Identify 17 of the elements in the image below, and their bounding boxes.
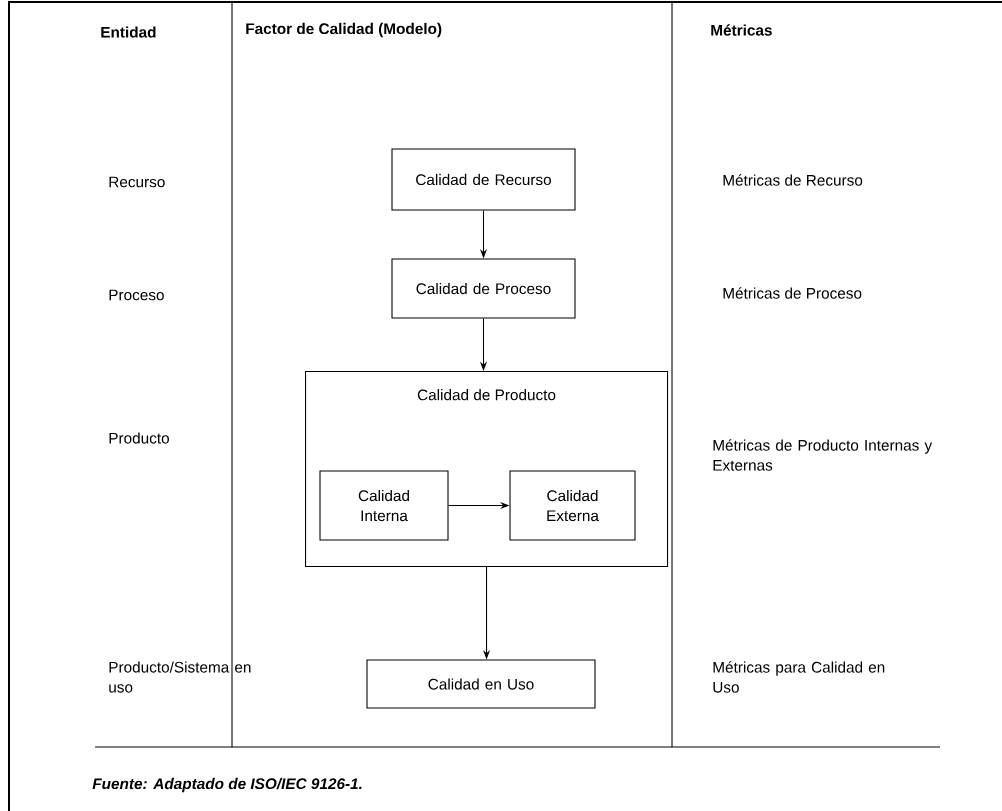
row-label: Métricas de Proceso — [723, 287, 862, 299]
row-label: Recurso — [109, 176, 165, 188]
column-header: Factor de Calidad (Modelo) — [246, 22, 442, 38]
process-box: Calidad de Recurso — [391, 148, 576, 211]
process-box: Calidad Interna — [319, 470, 449, 541]
column-header: Entidad — [101, 26, 156, 38]
row-label: Métricas para Calidad en Uso — [713, 661, 885, 693]
row-label: Métricas de Recurso — [723, 174, 863, 186]
row-label: Producto — [109, 432, 169, 444]
column-header: Métricas — [711, 24, 772, 36]
row-label: Producto/Sistema en uso — [109, 661, 251, 693]
process-box: Calidad de Proceso — [391, 258, 576, 319]
caption: Fuente: Adaptado de ISO/IEC 9126-1. — [92, 777, 362, 793]
process-box: Calidad en Uso — [366, 659, 596, 709]
row-label: Métricas de Producto Internas y Externas — [713, 439, 933, 471]
process-box: Calidad Externa — [509, 470, 636, 541]
row-label: Proceso — [109, 289, 164, 301]
